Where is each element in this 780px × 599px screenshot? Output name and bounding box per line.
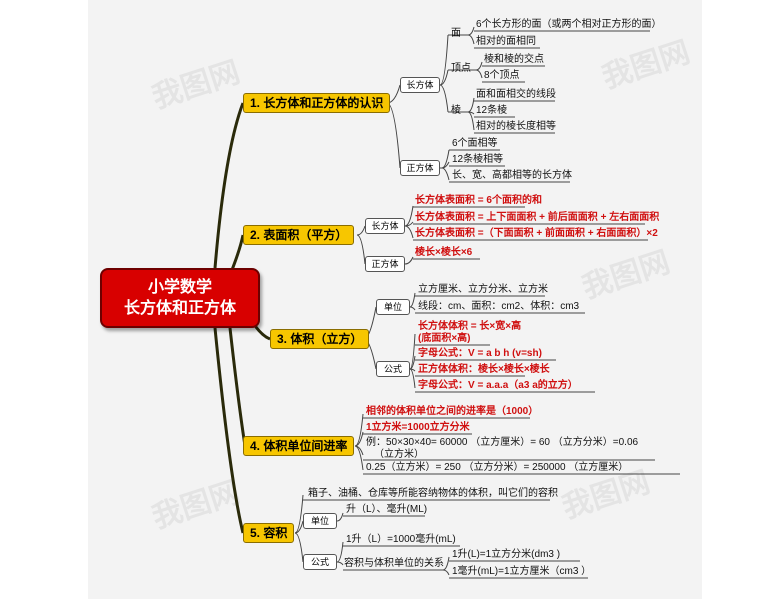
trunk-b1: [213, 102, 245, 269]
b3-formula-2: 字母公式：V = a b h (v=sh): [418, 348, 542, 359]
b3-unit-node[interactable]: 单位: [376, 299, 410, 315]
b1-cube-1: 6个面相等: [452, 138, 498, 149]
b1-edge-2: 12条棱: [476, 105, 508, 116]
b1-face-label: 面: [451, 28, 461, 39]
branch-1-topic[interactable]: 1. 长方体和正方体的认识: [243, 93, 391, 113]
b3-formula-1b: (底面积×高): [418, 333, 471, 344]
b1-edge-label: 棱: [451, 105, 461, 116]
b1-face-2: 相对的面相同: [476, 36, 536, 47]
b2-cube-formula: 棱长×棱长×6: [415, 247, 473, 258]
b1-vertex-2: 8个顶点: [484, 70, 520, 81]
branch-4-topic[interactable]: 4. 体积单位间进率: [243, 436, 355, 456]
b3-formula-node[interactable]: 公式: [376, 361, 410, 377]
root-topic[interactable]: 小学数学 长方体和正方体: [100, 268, 260, 328]
b1-cube-node[interactable]: 正方体: [400, 160, 440, 176]
b3-formula-3: 正方体体积：棱长×棱长×棱长: [418, 364, 550, 375]
branch-2-topic[interactable]: 2. 表面积（平方）: [243, 225, 355, 245]
b5-unit-node[interactable]: 单位: [303, 513, 337, 529]
b1-face-1: 6个长方形的面（或两个相对正方形的面）: [476, 19, 662, 30]
b2-cuboid-formula-3: 长方体表面积 =（下面面积 + 前面面积 + 右面面积）×2: [415, 228, 658, 239]
b4-cubic-meter: 1立方米=1000立方分米: [366, 422, 470, 433]
b5-formula-node[interactable]: 公式: [303, 554, 337, 570]
b3-formula-4: 字母公式：V = a.a.a（a3 a的立方）: [418, 380, 578, 391]
b2-cuboid-formula-2: 长方体表面积 = 上下面面积 + 前后面面积 + 左右面面积: [415, 212, 660, 223]
b1-cuboid-node[interactable]: 长方体: [400, 77, 440, 93]
b1-edge-1: 面和面相交的线段: [476, 89, 556, 100]
b5-relation: 容积与体积单位的关系: [344, 558, 444, 569]
b2-cube-node[interactable]: 正方体: [365, 256, 405, 272]
b2-cuboid-formula-1: 长方体表面积 = 6个面积的和: [415, 195, 542, 206]
b1-cube-2: 12条棱相等: [452, 154, 504, 165]
b3-unit-2: 线段：cm、面积：cm2、体积：cm3: [418, 301, 580, 312]
b3-unit-1: 立方厘米、立方分米、立方米: [418, 284, 548, 295]
b3-formula-1: 长方体体积 = 长×宽×高: [418, 321, 522, 332]
b5-formula-1: 1升（L）=1000毫升(mL): [346, 534, 456, 545]
b4-example-1b: （立方米）: [374, 449, 424, 460]
b2-cuboid-node[interactable]: 长方体: [365, 218, 405, 234]
b5-definition: 箱子、油桶、仓库等所能容纳物体的体积，叫它们的容积: [308, 488, 558, 499]
b1-vertex-1: 棱和棱的交点: [484, 54, 544, 65]
b1-edge-3: 相对的棱长度相等: [476, 121, 556, 132]
root-title-line1: 小学数学: [147, 279, 212, 296]
branch-3-topic[interactable]: 3. 体积（立方）: [270, 329, 370, 349]
trunk-b4: [228, 327, 247, 447]
b4-rate: 相邻的体积单位之间的进率是（1000）: [366, 406, 539, 417]
b1-vertex-label: 顶点: [451, 63, 471, 74]
b5-relation-2: 1毫升(mL)=1立方厘米（cm3 ）: [452, 566, 592, 577]
root-title-line2: 长方体和正方体: [123, 300, 236, 317]
branch-5-topic[interactable]: 5. 容积: [243, 523, 295, 543]
b5-unit-1: 升（L）、毫升(ML): [346, 504, 428, 515]
trunk-b5: [213, 327, 245, 534]
b4-example-2: 0.25（立方米）= 250 （立方分米）= 250000 （立方厘米）: [366, 462, 629, 473]
b1-cube-3: 长、宽、高都相等的长方体: [452, 170, 572, 181]
b5-relation-1: 1升(L)=1立方分米(dm3 ): [452, 549, 561, 560]
b4-example-1: 例：50×30×40= 60000 （立方厘米）= 60 （立方分米）=0.06: [366, 437, 639, 448]
